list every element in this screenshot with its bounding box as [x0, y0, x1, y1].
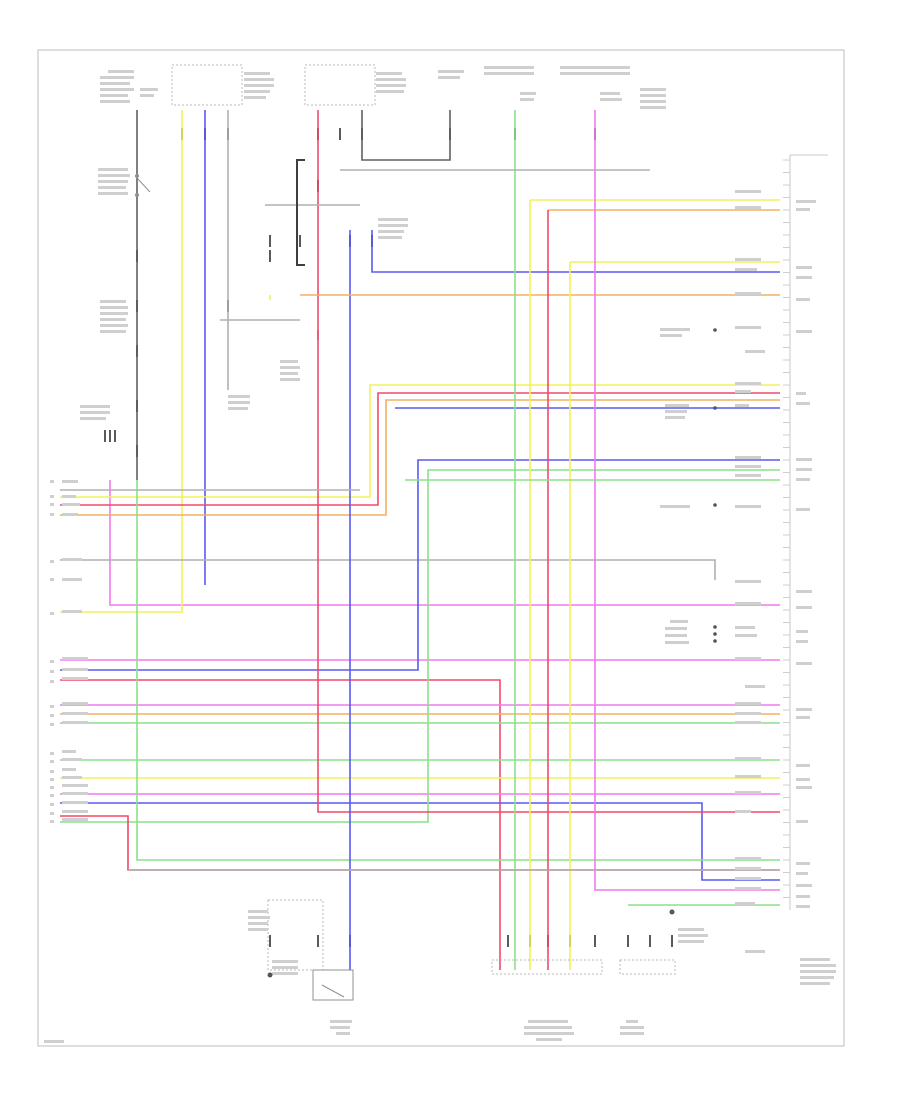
wire-green	[60, 469, 780, 823]
shield-bracket	[296, 159, 305, 266]
connector-box	[171, 64, 243, 106]
wire-orange	[60, 399, 780, 516]
connector-group	[171, 64, 676, 975]
splice-dots	[713, 328, 717, 643]
wire-black	[361, 110, 451, 161]
connector-box	[491, 959, 603, 975]
wire-yellow	[60, 384, 780, 498]
switch-symbol-bottom	[312, 969, 354, 1001]
label-marks	[44, 66, 836, 1043]
wire-blue	[371, 230, 780, 273]
wire-red	[317, 110, 780, 813]
connector-box	[267, 899, 324, 971]
connector-box	[619, 959, 676, 975]
switch-symbol-top	[135, 174, 151, 197]
wire-pink	[594, 110, 780, 891]
ground-symbol	[267, 909, 675, 978]
wire-green	[136, 480, 780, 861]
wire-blue	[60, 459, 780, 671]
wire-red	[60, 679, 501, 970]
wire-yellow	[60, 110, 183, 613]
wire-red	[60, 392, 780, 506]
wire-pink	[109, 480, 780, 606]
wire-blue	[60, 802, 780, 881]
wire-red	[60, 815, 780, 871]
connector-box	[304, 64, 376, 106]
wire-group	[60, 110, 780, 970]
wire-gray	[60, 559, 716, 580]
diagram-frame	[37, 49, 845, 1047]
ecm-connector	[104, 128, 828, 947]
